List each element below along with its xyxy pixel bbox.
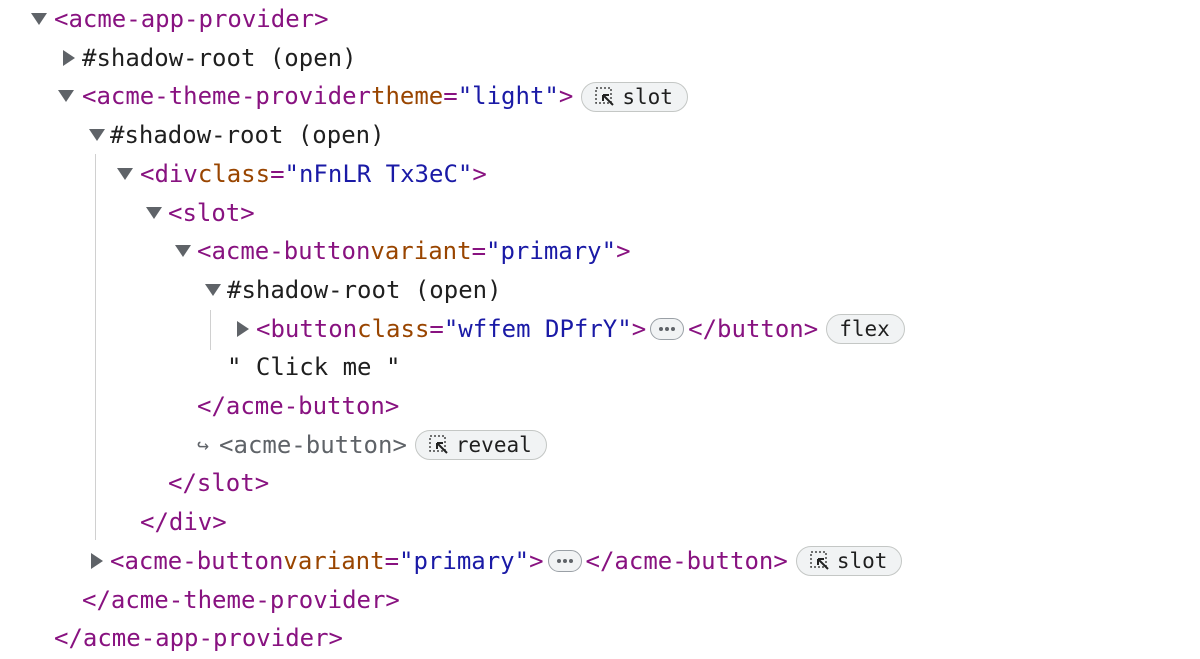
tag-open-bracket: < bbox=[140, 159, 155, 188]
attribute-name[interactable]: class bbox=[357, 314, 430, 343]
badge-label: reveal bbox=[455, 433, 532, 458]
attribute-name[interactable]: class bbox=[197, 159, 271, 188]
tag-close-bracket: > bbox=[558, 82, 574, 111]
attribute-name[interactable]: variant bbox=[283, 546, 385, 575]
tag-open-bracket: < bbox=[54, 5, 69, 33]
text-node-value[interactable]: " Click me " bbox=[227, 353, 401, 382]
end-tag: </div> bbox=[140, 508, 227, 537]
tag-close-bracket: > bbox=[472, 159, 487, 188]
tag-open-bracket: < bbox=[256, 314, 271, 343]
attribute-name[interactable]: variant bbox=[370, 237, 472, 266]
tag-close-bracket: > bbox=[529, 546, 544, 575]
shadow-root-label: #shadow-root (open) bbox=[227, 275, 502, 304]
tag-name: slot bbox=[182, 198, 241, 227]
shadow-root-label: #shadow-root (open) bbox=[82, 43, 357, 72]
tag-close-bracket: > bbox=[631, 314, 647, 343]
end-tag: </acme-app-provider> bbox=[54, 624, 343, 653]
badge-label: slot bbox=[836, 549, 888, 574]
attribute-value[interactable]: "primary" bbox=[486, 237, 617, 266]
badge-label: flex bbox=[839, 316, 890, 341]
attribute-name[interactable]: theme bbox=[371, 82, 444, 111]
end-tag: </acme-theme-provider> bbox=[82, 585, 400, 614]
attribute-equals: = bbox=[443, 82, 458, 111]
ellipsis-icon[interactable] bbox=[650, 317, 685, 340]
select-arrow-icon bbox=[595, 86, 615, 106]
tag-open-bracket: < bbox=[197, 237, 212, 266]
reveal-badge[interactable]: reveal bbox=[414, 430, 547, 461]
badge-label: slot bbox=[622, 84, 673, 109]
select-arrow-icon bbox=[429, 435, 448, 454]
attribute-equals: = bbox=[384, 546, 400, 575]
tag-open-bracket: < bbox=[82, 82, 97, 111]
indent-guide bbox=[210, 310, 211, 350]
tag-name: button bbox=[270, 314, 358, 343]
shadow-root-label: #shadow-root (open) bbox=[110, 121, 385, 150]
tag-name: acme-button bbox=[211, 237, 371, 266]
tag-open-bracket: < bbox=[110, 546, 125, 575]
tag-close-bracket: > bbox=[314, 5, 329, 33]
tag-name: div bbox=[154, 159, 198, 188]
triangle-down-icon[interactable] bbox=[89, 129, 105, 142]
end-tag: </acme-button> bbox=[197, 392, 400, 420]
attribute-equals: = bbox=[429, 314, 444, 343]
slot-badge[interactable]: slot bbox=[795, 546, 903, 577]
select-arrow-icon bbox=[810, 551, 829, 570]
attribute-value[interactable]: "primary" bbox=[399, 546, 530, 575]
triangle-down-icon[interactable] bbox=[31, 13, 47, 25]
triangle-down-icon[interactable] bbox=[58, 90, 74, 103]
triangle-down-icon[interactable] bbox=[175, 245, 191, 258]
attribute-value[interactable]: "nFnLR Tx3eC" bbox=[284, 159, 473, 188]
attribute-equals: = bbox=[471, 237, 487, 266]
tag-name: acme-button bbox=[124, 546, 284, 575]
end-tag: </acme-button> bbox=[585, 546, 788, 575]
attribute-value[interactable]: "light" bbox=[457, 82, 559, 111]
triangle-right-icon[interactable] bbox=[91, 552, 103, 569]
slot-reference-arrow-icon: ↪ bbox=[197, 432, 210, 457]
tag-name: acme-theme-provider bbox=[96, 82, 371, 111]
flex-badge[interactable]: flex bbox=[826, 313, 905, 344]
triangle-right-icon[interactable] bbox=[63, 49, 75, 66]
slot-badge[interactable]: slot bbox=[581, 81, 688, 112]
slotted-element-reference[interactable]: <acme-button> bbox=[219, 430, 407, 459]
ellipsis-icon[interactable] bbox=[547, 550, 582, 573]
tag-close-bracket: > bbox=[616, 237, 631, 266]
attribute-equals: = bbox=[270, 159, 285, 188]
tag-name: acme-app-provider bbox=[68, 5, 315, 33]
triangle-down-icon[interactable] bbox=[117, 167, 133, 180]
end-tag: </slot> bbox=[168, 469, 270, 498]
triangle-down-icon[interactable] bbox=[205, 283, 221, 296]
tag-close-bracket: > bbox=[240, 198, 255, 227]
triangle-down-icon[interactable] bbox=[146, 206, 162, 219]
tag-open-bracket: < bbox=[168, 198, 183, 227]
triangle-right-icon[interactable] bbox=[237, 320, 249, 337]
end-tag: </button> bbox=[688, 314, 819, 343]
indent-guide bbox=[95, 154, 96, 540]
attribute-value[interactable]: "wffem DPfrY" bbox=[443, 314, 632, 343]
